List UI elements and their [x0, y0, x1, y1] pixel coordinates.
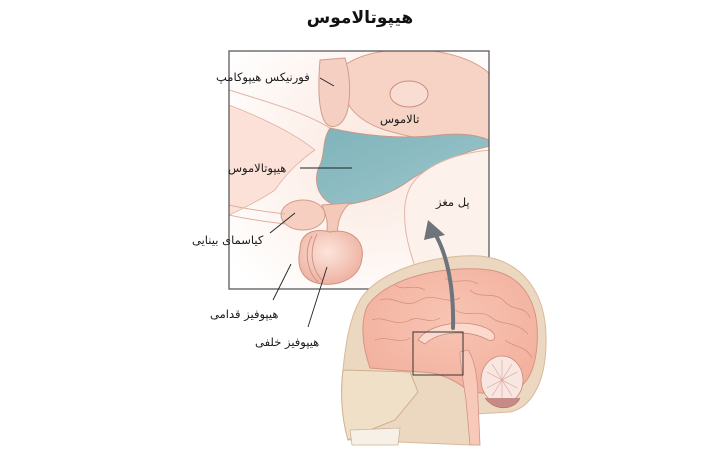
zoom-arrow: [424, 220, 456, 330]
label-posterior-pituitary: هیپوفیز خلفی: [255, 335, 320, 349]
label-fornix: فورنیکس هیپوکامپ: [216, 70, 310, 84]
label-thalamus: تالاموس: [380, 112, 420, 126]
label-hypothalamus: هیپوتالاموس: [228, 161, 287, 175]
diagram-title: هیپوتالاموس: [306, 8, 414, 28]
zoom-source-box: [412, 331, 464, 376]
zoom-frame: [228, 50, 490, 290]
label-optic-chiasm: کیاسمای بینایی: [192, 233, 264, 247]
label-pons: پل مغز: [436, 195, 470, 209]
zoom-panel: [229, 51, 489, 289]
head-cross-section: [341, 255, 547, 446]
label-anterior-pituitary: هیپوفیز قدامی: [210, 307, 279, 321]
leader-lines: [269, 77, 352, 328]
